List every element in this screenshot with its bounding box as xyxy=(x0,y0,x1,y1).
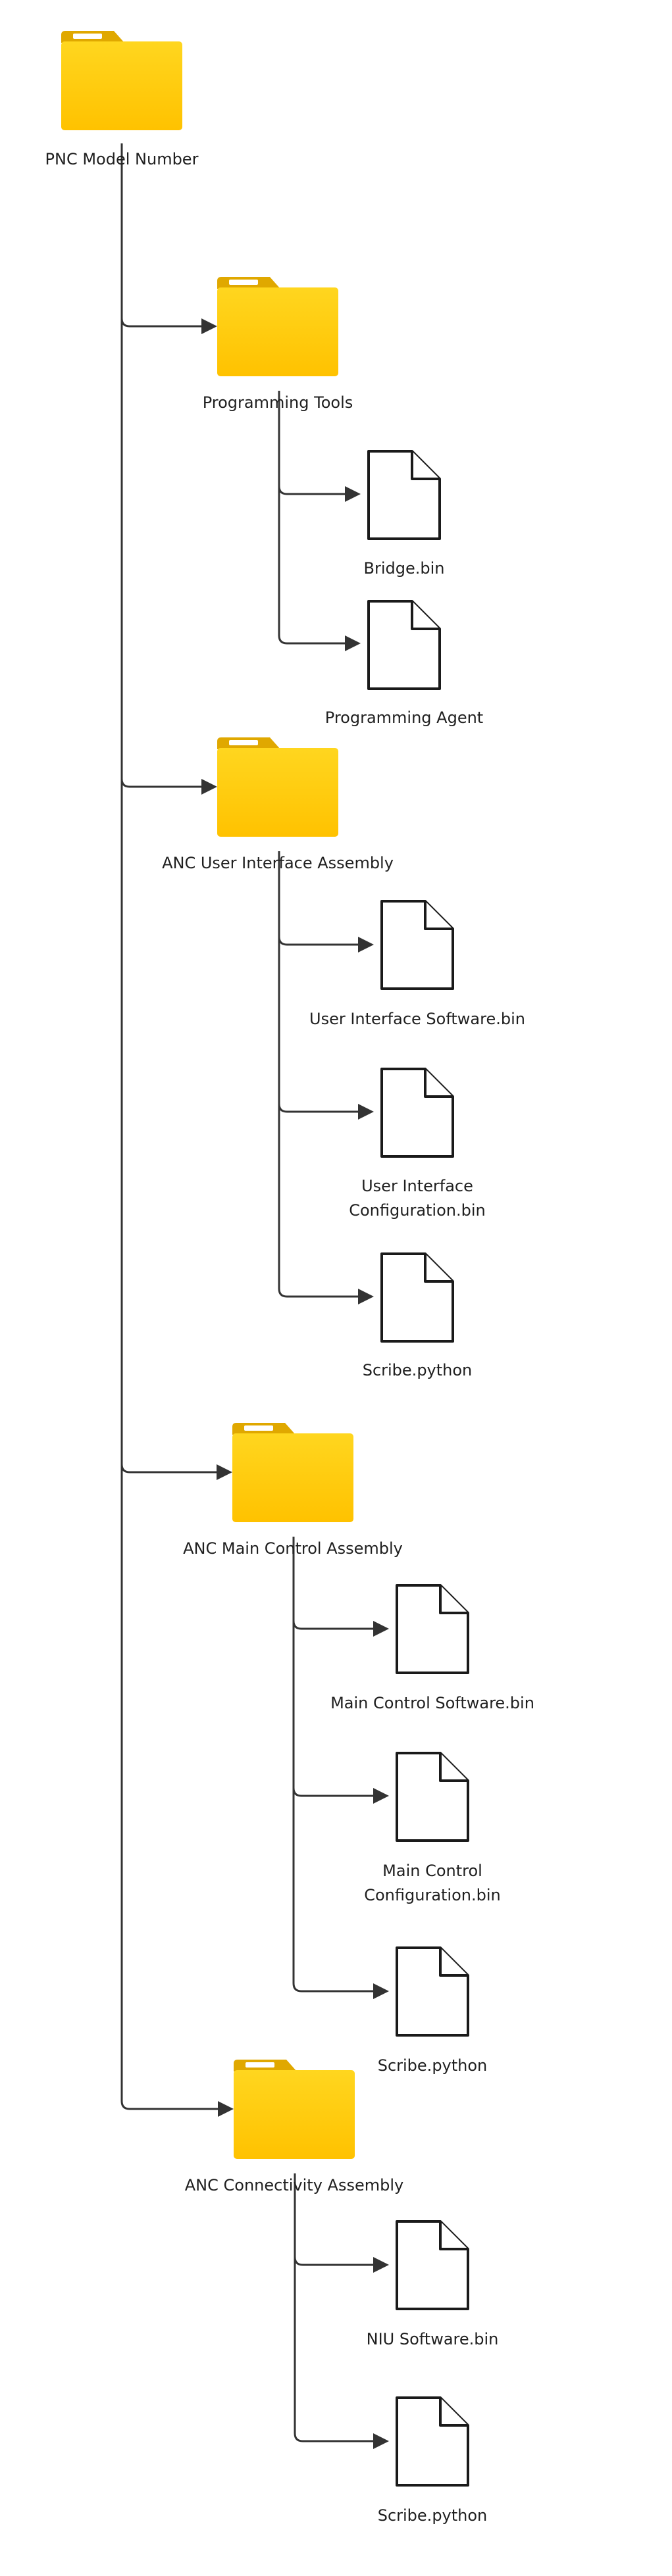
connector-line xyxy=(120,143,219,1474)
connector-layer xyxy=(120,143,389,2449)
file-icon[interactable] xyxy=(367,600,441,690)
file-icon[interactable] xyxy=(367,450,441,540)
arrowhead xyxy=(373,1983,389,1999)
folder-icon[interactable] xyxy=(217,277,338,376)
file-label: Configuration.bin xyxy=(349,1201,486,1220)
file-icon[interactable] xyxy=(396,1584,469,1674)
file-icon[interactable] xyxy=(396,2396,469,2487)
arrowhead xyxy=(373,2433,389,2449)
arrowhead xyxy=(345,635,361,651)
connector-line xyxy=(120,143,220,2110)
file-label: Programming Agent xyxy=(325,708,483,727)
arrowhead xyxy=(218,2101,234,2117)
connector-line xyxy=(278,391,348,645)
file-label: Scribe.python xyxy=(363,1361,473,1379)
file-label: Scribe.python xyxy=(378,2506,488,2525)
folder-icon[interactable] xyxy=(61,31,182,130)
folder-icon[interactable] xyxy=(217,737,338,837)
file-label: Configuration.bin xyxy=(364,1886,501,1904)
branch-folder-label: ANC User Interface Assembly xyxy=(162,854,394,872)
file-label: NIU Software.bin xyxy=(367,2330,499,2348)
file-label: Bridge.bin xyxy=(364,559,445,578)
arrowhead xyxy=(345,486,361,502)
connector-line xyxy=(120,143,204,788)
arrowhead xyxy=(358,1289,374,1304)
connector-line xyxy=(278,851,361,1298)
connector-line xyxy=(120,143,204,328)
file-icon[interactable] xyxy=(396,1752,469,1842)
file-icon[interactable] xyxy=(380,900,454,990)
branch-folder-label: ANC Connectivity Assembly xyxy=(185,2176,403,2194)
file-label: Main Control xyxy=(382,1862,482,1880)
file-label: Main Control Software.bin xyxy=(330,1694,534,1712)
file-label: User Interface Software.bin xyxy=(309,1010,525,1028)
connector-line xyxy=(292,1537,376,1993)
branch-folder-label: Programming Tools xyxy=(203,393,353,412)
arrowhead xyxy=(373,1788,389,1804)
folder-icon[interactable] xyxy=(232,1423,353,1522)
arrowhead xyxy=(358,1104,374,1120)
file-label: User Interface xyxy=(361,1177,473,1195)
file-icon[interactable] xyxy=(396,1946,469,2037)
connector-line xyxy=(294,2173,376,2442)
arrowhead xyxy=(373,1621,389,1637)
arrowhead xyxy=(201,318,217,334)
connector-line xyxy=(278,851,361,1113)
branch-folder-label: ANC Main Control Assembly xyxy=(183,1539,403,1558)
file-icon[interactable] xyxy=(380,1252,454,1343)
arrowhead xyxy=(358,937,374,953)
file-icon[interactable] xyxy=(380,1068,454,1158)
file-icon[interactable] xyxy=(396,2220,469,2310)
connector-line xyxy=(292,1537,376,1797)
file-label: Scribe.python xyxy=(378,2056,488,2075)
arrowhead xyxy=(217,1464,232,1480)
arrowhead xyxy=(201,779,217,795)
folder-icon[interactable] xyxy=(234,2060,355,2159)
root-folder-label: PNC Model Number xyxy=(45,150,199,168)
arrowhead xyxy=(373,2257,389,2273)
